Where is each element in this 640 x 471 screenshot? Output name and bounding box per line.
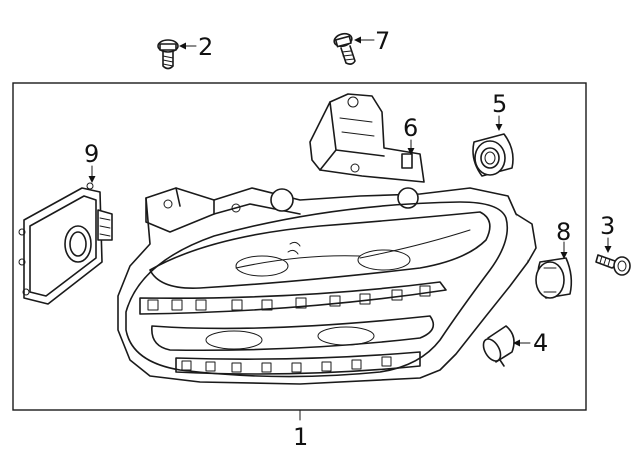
part-6-bracket[interactable] bbox=[309, 93, 425, 183]
callout-label-4: 4 bbox=[533, 329, 548, 357]
part-4-bulb-socket[interactable] bbox=[480, 325, 515, 367]
callout-label-2: 2 bbox=[198, 33, 213, 61]
callout-label-8: 8 bbox=[556, 218, 571, 246]
callout-label-1: 1 bbox=[293, 423, 308, 451]
part-7-bolt[interactable] bbox=[333, 32, 356, 65]
callout-label-3: 3 bbox=[600, 212, 615, 240]
callout-label-7: 7 bbox=[375, 27, 390, 55]
callout-label-6: 6 bbox=[403, 114, 418, 142]
part-5-socket-cap[interactable] bbox=[472, 133, 514, 177]
part-2-bolt[interactable] bbox=[157, 39, 179, 70]
callout-label-9: 9 bbox=[84, 140, 99, 168]
part-8-cover-cap[interactable] bbox=[535, 257, 573, 299]
part-3-bolt[interactable] bbox=[595, 254, 631, 276]
part-9-control-module[interactable] bbox=[18, 182, 113, 305]
part-1-headlamp-assembly[interactable] bbox=[117, 187, 537, 385]
callout-label-5: 5 bbox=[492, 90, 507, 118]
